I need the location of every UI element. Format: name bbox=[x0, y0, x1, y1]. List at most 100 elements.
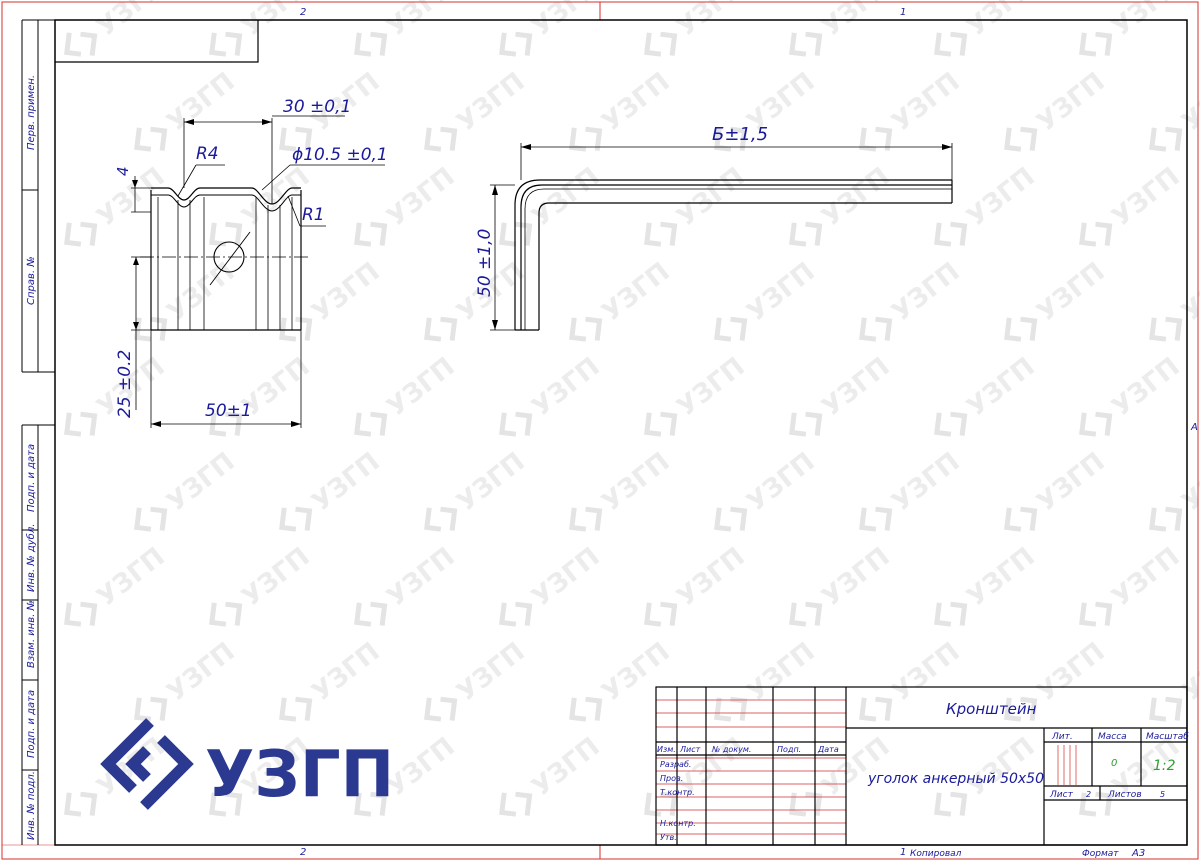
front-view bbox=[140, 187, 310, 331]
watermark-logo-icon bbox=[209, 221, 243, 247]
label-masshtab: Масштаб bbox=[1146, 732, 1189, 742]
watermark-logo-icon bbox=[934, 31, 968, 57]
watermark-text: УЗГП bbox=[162, 67, 241, 138]
row-utv: Утв. bbox=[660, 833, 677, 842]
watermark-tile: УЗГП bbox=[1149, 447, 1200, 532]
side-podp-data-1: Подп. и дата bbox=[26, 444, 37, 512]
watermark-text: УЗГП bbox=[1177, 447, 1200, 518]
watermark-tile: УЗГП bbox=[714, 637, 821, 722]
watermark-tile: УЗГП bbox=[354, 542, 461, 627]
watermark-text: УЗГП bbox=[962, 162, 1041, 233]
dim-30: 30 ±0,1 bbox=[283, 97, 351, 117]
label-kopiroval: Копировал bbox=[910, 849, 962, 859]
zone-mark-top-left: 2 bbox=[300, 7, 306, 18]
watermark-text: УЗГП bbox=[1032, 257, 1111, 328]
col-data: Дата bbox=[817, 745, 839, 754]
row-prov: Пров. bbox=[660, 774, 683, 783]
watermark-logo-icon bbox=[134, 506, 168, 532]
watermark-tile: УЗГП bbox=[279, 257, 386, 342]
watermark-text: УЗГП bbox=[382, 352, 461, 423]
watermark-logo-icon bbox=[1079, 31, 1113, 57]
watermark-tile: УЗГП bbox=[64, 542, 171, 627]
watermark-text: УЗГП bbox=[1107, 352, 1186, 423]
scale-value: 1:2 bbox=[1153, 758, 1176, 774]
watermark-logo-icon bbox=[569, 316, 603, 342]
watermark-logo-icon bbox=[859, 506, 893, 532]
watermark-tile: УЗГП bbox=[1004, 257, 1111, 342]
watermark-tile: УЗГП bbox=[789, 542, 896, 627]
watermark-logo-icon bbox=[934, 601, 968, 627]
watermark-text: УЗГП bbox=[742, 447, 821, 518]
watermark-tile: УЗГП bbox=[934, 352, 1041, 437]
watermark-text: УЗГП bbox=[887, 447, 966, 518]
watermark-logo-icon bbox=[209, 411, 243, 437]
watermark-text: УЗГП bbox=[382, 0, 461, 43]
watermark-logo-icon bbox=[354, 221, 388, 247]
watermark-text: УЗГП bbox=[817, 542, 896, 613]
watermark-tile: УЗГП bbox=[134, 447, 241, 532]
watermark-text: УЗГП bbox=[672, 0, 751, 43]
watermark-tile: УЗГП bbox=[789, 352, 896, 437]
side-sprav-no: Справ. № bbox=[26, 256, 37, 305]
watermark-tile: УЗГП bbox=[134, 637, 241, 722]
col-doc: № докум. bbox=[711, 745, 751, 754]
watermark-logo-icon bbox=[499, 601, 533, 627]
watermark-text: УЗГП bbox=[527, 542, 606, 613]
watermark-text: УЗГП bbox=[1032, 637, 1111, 708]
watermark-tile: УЗГП bbox=[1079, 732, 1186, 817]
side-inv-podl: Инв. № подл. bbox=[26, 771, 37, 840]
watermark-logo-icon bbox=[354, 791, 388, 817]
watermark-tile: УЗГП bbox=[134, 67, 241, 152]
watermark-text: УЗГП bbox=[742, 637, 821, 708]
watermark-logo-icon bbox=[209, 791, 243, 817]
watermark-tile: УЗГП bbox=[644, 352, 751, 437]
watermark-tile: УЗГП bbox=[499, 732, 606, 817]
watermark-tile: УЗГП bbox=[789, 0, 896, 57]
watermark-logo-icon bbox=[644, 221, 678, 247]
watermark-logo-icon bbox=[644, 411, 678, 437]
watermark-tile: УЗГП bbox=[424, 67, 531, 152]
watermark-text: УЗГП bbox=[382, 162, 461, 233]
watermark-tile: УЗГП bbox=[209, 0, 316, 57]
dim-phi: ϕ10.5 ±0,1 bbox=[292, 145, 388, 165]
watermark-logo-icon bbox=[499, 31, 533, 57]
watermark-logo-icon bbox=[1149, 316, 1183, 342]
watermark-text: УЗГП bbox=[817, 162, 896, 233]
logo-text: УЗГП bbox=[205, 738, 394, 812]
watermark-tile: УЗГП bbox=[1149, 257, 1200, 342]
watermark-logo-icon bbox=[934, 791, 968, 817]
watermark-tile: УЗГП bbox=[934, 162, 1041, 247]
list-value: 2 bbox=[1086, 790, 1091, 799]
watermark-logo-icon bbox=[64, 31, 98, 57]
watermark-tile: УЗГП bbox=[714, 257, 821, 342]
watermark-logo-icon bbox=[789, 411, 823, 437]
watermark-tile: УЗГП bbox=[1079, 162, 1186, 247]
watermark-text: УЗГП bbox=[1032, 67, 1111, 138]
logo-icon bbox=[100, 718, 194, 810]
watermark-text: УЗГП bbox=[237, 542, 316, 613]
watermark-tile: УЗГП bbox=[569, 257, 676, 342]
watermark-text: УЗГП bbox=[597, 67, 676, 138]
watermark-logo-icon bbox=[1004, 506, 1038, 532]
side-perv-primen: Перв. примен. bbox=[26, 75, 37, 150]
watermark-logo-icon bbox=[279, 316, 313, 342]
watermark-tile: УЗГП bbox=[1004, 447, 1111, 532]
row-tkontr: Т.контр. bbox=[660, 788, 695, 797]
label-listov: Листов bbox=[1107, 790, 1142, 800]
watermark-tile: УЗГП bbox=[279, 637, 386, 722]
front-view-arrows bbox=[132, 119, 301, 427]
watermark-tile: УЗГП bbox=[354, 162, 461, 247]
watermark-text: УЗГП bbox=[742, 257, 821, 328]
watermark-tile: УЗГП bbox=[209, 162, 316, 247]
watermark-logo-icon bbox=[1149, 696, 1183, 722]
watermark-tile: УЗГП bbox=[424, 637, 531, 722]
watermark-logo-icon bbox=[644, 31, 678, 57]
watermark-tile: УЗГП bbox=[64, 732, 171, 817]
watermark-logo-icon bbox=[789, 791, 823, 817]
watermark-logo-icon bbox=[1004, 126, 1038, 152]
watermark-logo-icon bbox=[1004, 696, 1038, 722]
watermark-tile: УЗГП bbox=[1079, 542, 1186, 627]
watermark-logo-icon bbox=[644, 601, 678, 627]
watermark-tile: УЗГП bbox=[499, 542, 606, 627]
